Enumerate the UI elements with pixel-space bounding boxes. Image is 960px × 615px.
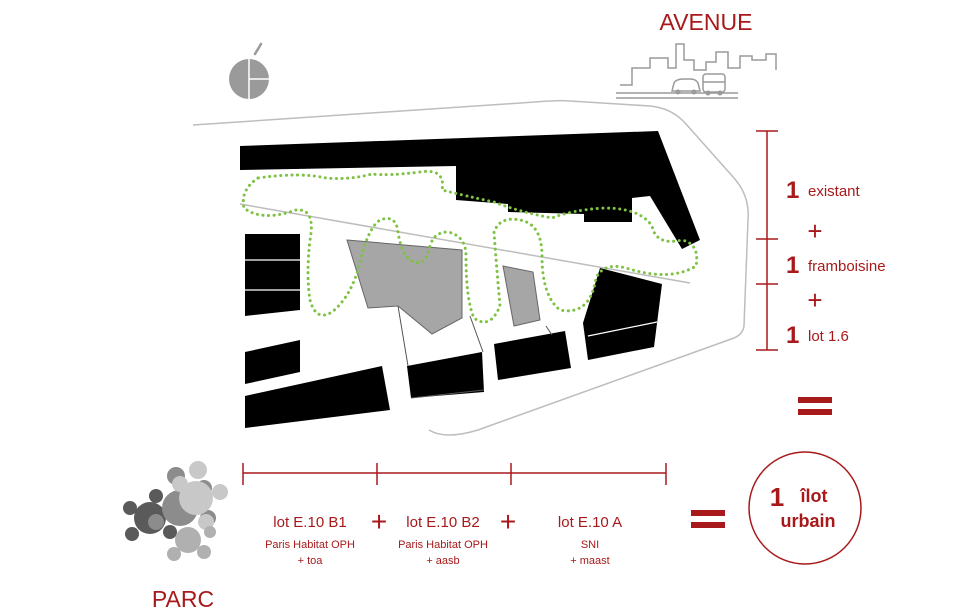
parc-label: PARC <box>152 586 214 612</box>
bottom-equals <box>691 510 725 528</box>
bottom-bracket <box>242 463 667 485</box>
building-west-mid <box>245 340 300 384</box>
svg-text:SNI: SNI <box>581 539 599 551</box>
result-line2: urbain <box>780 511 835 531</box>
building-grey-large <box>346 239 463 335</box>
bottom-plus-2: + <box>500 506 516 537</box>
lot-e10-b2: lot E.10 B2 Paris Habitat OPH + aasb <box>398 514 488 567</box>
right-plus-1: + <box>807 216 822 246</box>
lot-e10-a: lot E.10 A SNI + maast <box>558 514 622 567</box>
svg-text:1: 1 <box>786 322 799 349</box>
compass-icon <box>229 42 269 99</box>
svg-text:1: 1 <box>786 252 799 279</box>
right-item-framboisine: 1 framboisine <box>786 252 886 279</box>
park-tree-icon <box>123 461 228 561</box>
svg-text:lot 1.6: lot 1.6 <box>808 328 849 345</box>
svg-text:existant: existant <box>808 183 861 200</box>
svg-text:Paris Habitat OPH: Paris Habitat OPH <box>265 539 355 551</box>
green-path <box>241 169 699 324</box>
right-plus-2: + <box>807 285 822 315</box>
lot-e10-b1: lot E.10 B1 Paris Habitat OPH + toa <box>265 514 355 567</box>
right-bracket <box>756 130 778 351</box>
svg-text:lot E.10 B1: lot E.10 B1 <box>273 514 346 531</box>
svg-text:+ aasb: + aasb <box>426 555 459 567</box>
svg-text:+ toa: + toa <box>298 555 324 567</box>
bus-icon <box>702 73 726 96</box>
courtyard-buildings <box>346 239 541 335</box>
right-equals <box>798 397 832 415</box>
building-north <box>240 131 700 249</box>
svg-text:Paris Habitat OPH: Paris Habitat OPH <box>398 539 488 551</box>
buildings <box>240 131 700 428</box>
svg-text:1: 1 <box>786 177 799 204</box>
right-item-lot16: 1 lot 1.6 <box>786 322 849 349</box>
result-line1: îlot <box>800 486 828 506</box>
building-east <box>583 268 662 360</box>
bottom-plus-1: + <box>371 506 387 537</box>
building-grey-small <box>502 265 541 327</box>
result-number: 1 <box>770 482 784 512</box>
avenue-label: AVENUE <box>660 9 753 35</box>
svg-text:framboisine: framboisine <box>808 258 886 275</box>
svg-text:lot E.10 B2: lot E.10 B2 <box>406 514 479 531</box>
right-item-existant: 1 existant <box>786 177 861 204</box>
building-west-bottom <box>245 366 390 428</box>
building-south-2 <box>494 331 571 380</box>
plot-lines <box>397 305 553 399</box>
building-south-1 <box>407 352 484 398</box>
building-divisions <box>245 259 658 337</box>
svg-text:lot E.10 A: lot E.10 A <box>558 514 622 531</box>
svg-text:+ maast: + maast <box>570 555 609 567</box>
result-circle: 1 îlot urbain <box>748 451 862 565</box>
building-west-top <box>245 234 300 316</box>
car-icon <box>671 78 701 95</box>
